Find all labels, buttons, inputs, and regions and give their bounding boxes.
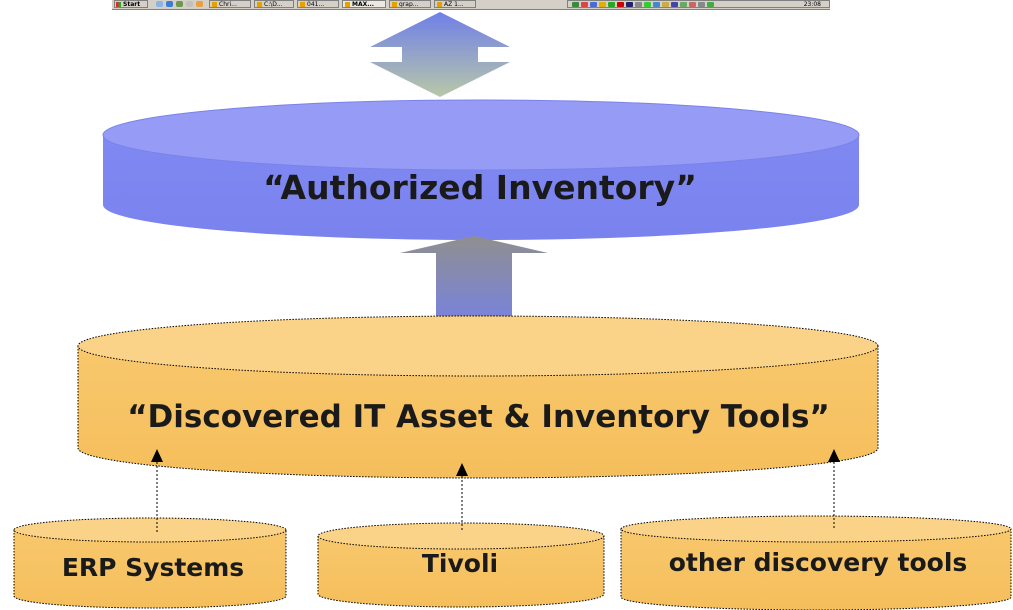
quicklaunch-icon[interactable] <box>186 1 193 7</box>
tray-icon[interactable] <box>599 2 606 7</box>
erp-systems-label: ERP Systems <box>61 553 245 582</box>
tray-icon[interactable] <box>626 2 633 7</box>
tray-icon[interactable] <box>608 2 615 7</box>
show-desktop-icon[interactable] <box>156 1 163 7</box>
double-arrow-top <box>370 12 510 97</box>
discovered-tools-cylinder <box>77 315 879 479</box>
task-label: MAX... <box>352 1 375 8</box>
task-label: grap... <box>399 1 419 8</box>
taskbar: Start Chri... C:\D... 041... MAX... grap… <box>112 0 830 10</box>
tivoli-label: Tivoli <box>421 549 499 578</box>
tivoli-cylinder <box>317 522 605 608</box>
quicklaunch-icon[interactable] <box>176 1 183 7</box>
taskbar-task[interactable]: C:\D... <box>254 0 294 8</box>
tray-icon[interactable] <box>644 2 651 7</box>
tray-icon[interactable] <box>698 2 705 7</box>
task-label: AZ 1... <box>444 1 464 8</box>
tray-icon[interactable] <box>617 2 624 7</box>
arrowhead-icon <box>151 449 163 462</box>
double-arrow-middle <box>400 236 548 339</box>
tray-icon[interactable] <box>590 2 597 7</box>
quicklaunch-icon[interactable] <box>196 1 203 7</box>
taskbar-task[interactable]: Chri... <box>209 0 251 8</box>
tray-icon[interactable] <box>653 2 660 7</box>
tray-icon[interactable] <box>635 2 642 7</box>
tray-icon[interactable] <box>671 2 678 7</box>
authorized-inventory-label: “Authorized Inventory” <box>263 168 697 207</box>
discovered-tools-label: “Discovered IT Asset & Inventory Tools” <box>127 399 830 435</box>
tray-icon[interactable] <box>662 2 669 7</box>
taskbar-task-active[interactable]: MAX... <box>342 0 386 8</box>
taskbar-task[interactable]: 041... <box>297 0 339 8</box>
arrowhead-icon <box>456 463 468 476</box>
authorized-inventory-cylinder <box>102 99 860 240</box>
taskbar-task[interactable]: grap... <box>389 0 431 8</box>
arrowhead-icon <box>828 449 840 462</box>
task-label: C:\D... <box>264 1 283 8</box>
erp-systems-cylinder <box>13 517 287 609</box>
start-button[interactable]: Start <box>114 0 148 8</box>
other-discovery-tools-label: other discovery tools <box>668 548 968 577</box>
system-tray: 23:08 <box>567 0 830 8</box>
tray-icon[interactable] <box>581 2 588 7</box>
start-label: Start <box>123 1 141 8</box>
task-label: Chri... <box>219 1 237 8</box>
taskbar-task[interactable]: AZ 1... <box>434 0 476 8</box>
clock: 23:08 <box>803 1 821 8</box>
tray-icon[interactable] <box>572 2 579 7</box>
browser-icon[interactable] <box>166 1 173 7</box>
tray-icon[interactable] <box>680 2 687 7</box>
other-discovery-tools-cylinder <box>620 515 1012 610</box>
task-label: 041... <box>307 1 325 8</box>
tray-icon[interactable] <box>689 2 696 7</box>
volume-icon[interactable] <box>707 2 714 7</box>
